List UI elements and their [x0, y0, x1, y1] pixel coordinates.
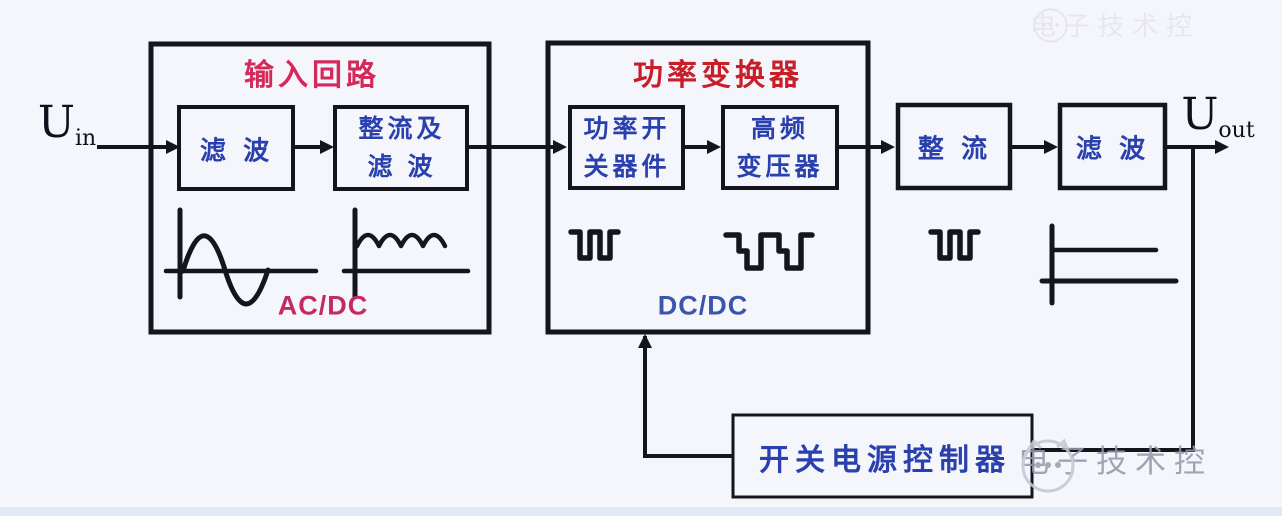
sine-wave-icon	[163, 207, 319, 307]
acdc-tag: AC/DC	[277, 290, 369, 321]
dc-level-icon	[1039, 223, 1179, 306]
rectify-filter-line2: 滤 波	[367, 153, 437, 181]
ripple-wave-icon	[341, 207, 471, 300]
square-wave-icon	[568, 229, 621, 261]
power-switch-line1: 功率开	[583, 115, 671, 143]
arrow-into-rectify-out	[881, 140, 895, 154]
feedback-line-right	[1032, 149, 1195, 452]
cat-logo-icon	[1021, 438, 1075, 493]
watermark: 电子技术控	[1018, 436, 1213, 493]
hf-transformer-line1: 高频	[750, 115, 810, 143]
uout-label: Uout	[1181, 89, 1254, 143]
uin-subscript: in	[74, 126, 97, 151]
power-converter-group-box	[545, 40, 871, 335]
dcdc-tag: DC/DC	[657, 290, 749, 321]
arrow-into-rectify-filter	[320, 140, 334, 154]
filter-out-label: 滤 波	[1075, 133, 1151, 164]
feedback-line-left	[643, 336, 733, 458]
rectify-filter-label: 整流及 滤 波	[358, 110, 445, 186]
arrow-into-filter-in	[166, 140, 180, 154]
input-circuit-group-box	[148, 41, 492, 335]
arrow-output	[1215, 140, 1229, 154]
arrowheads	[166, 140, 1229, 348]
input-circuit-title: 输入回路	[244, 59, 380, 92]
arrow-into-power-switch	[553, 140, 567, 154]
bottom-edge-strip	[0, 507, 1282, 516]
power-converter-title: 功率变换器	[633, 59, 803, 92]
stepped-square-wave-icon	[723, 232, 815, 271]
uout-symbol: U	[1181, 89, 1219, 140]
watermark-text: 电子技术控	[1018, 444, 1213, 479]
power-switch-line2: 关器件	[583, 153, 671, 181]
hf-transformer-label: 高频 变压器	[736, 110, 823, 186]
hf-transformer-line2: 变压器	[736, 153, 824, 181]
uout-subscript: out	[1218, 118, 1255, 143]
power-switch-label: 功率开 关器件	[583, 110, 670, 186]
watermark-faint: 电子技术控	[1030, 6, 1200, 43]
rectify-out-label: 整 流	[917, 133, 993, 164]
arrow-into-hf-transformer	[707, 140, 721, 154]
rectify-filter-line1: 整流及	[358, 115, 446, 143]
uin-label: Uin	[38, 97, 96, 151]
watermark-text-faint: 电子技术控	[1030, 11, 1201, 41]
cat-logo-icon	[1033, 8, 1068, 43]
flow-lines	[97, 145, 1217, 458]
arrow-feedback-up	[638, 334, 652, 348]
square-wave-icon	[928, 229, 981, 261]
controller-label: 开关电源控制器	[759, 444, 1011, 477]
filter-in-label: 滤 波	[199, 135, 275, 166]
uin-symbol: U	[37, 97, 75, 148]
arrow-into-filter-out	[1044, 140, 1058, 154]
